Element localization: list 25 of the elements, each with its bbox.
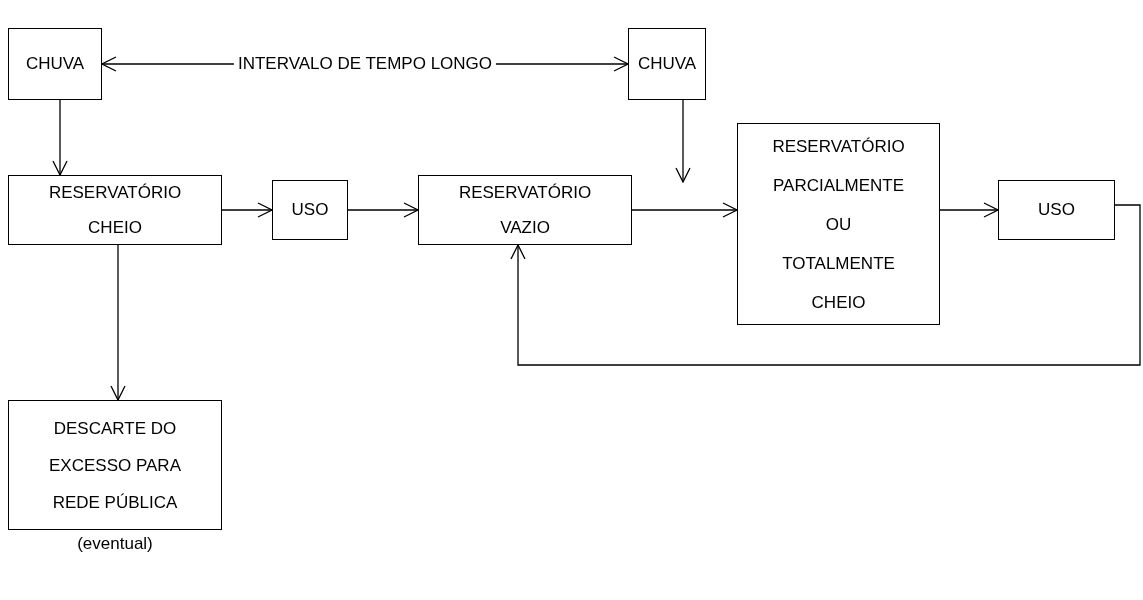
process-box [8,400,222,530]
arrow [631,202,738,218]
process-box [737,123,940,325]
box-label: CHUVA [25,53,85,75]
arrow [347,202,419,218]
arrow [510,204,1141,366]
box-label: RESERVATÓRIO CHEIO [47,182,183,239]
box-label: RESERVATÓRIO VAZIO [457,182,593,239]
process-box [8,175,222,245]
process-box [8,28,102,100]
box-label: USO [1038,199,1075,221]
arrow [221,202,273,218]
arrow [52,99,68,176]
arrow [939,202,999,218]
arrow [675,99,691,183]
process-box [998,180,1115,240]
box-label: USO [291,199,329,221]
arrow [110,244,126,401]
note-text: (eventual) [76,534,154,554]
process-box [628,28,706,100]
box-label: RESERVATÓRIO PARCIALMENTE OU TOTALMENTE CHEIO [772,135,905,314]
box-label: CHUVA [637,53,697,75]
box-label: DESCARTE DO EXCESSO PARA REDE PÚBLICA [48,417,182,514]
process-box [418,175,632,245]
process-box [272,180,348,240]
